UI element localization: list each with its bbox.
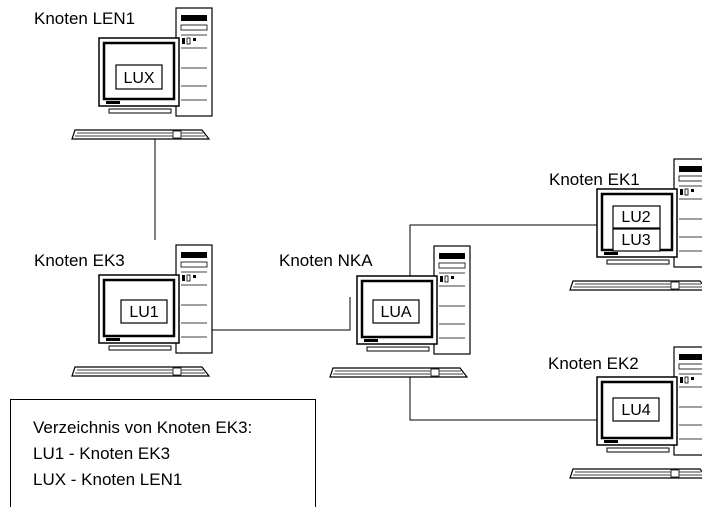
lu-box-lu3: LU3: [621, 232, 650, 249]
node-label-nka: Knoten NKA: [279, 251, 373, 270]
link-nka-ek1: [409, 224, 597, 277]
lu-box-lu2: LU2: [621, 209, 650, 226]
node-label-ek2: Knoten EK2: [548, 354, 639, 373]
node-label-len1: Knoten LEN1: [34, 9, 135, 28]
node-label-ek1: Knoten EK1: [549, 170, 640, 189]
lu-box-lux: LUX: [123, 70, 154, 87]
lu-box-lu4: LU4: [621, 402, 650, 419]
link-ek3-nka: [210, 297, 351, 331]
node-label-ek3: Knoten EK3: [34, 251, 125, 270]
link-nka-ek2: [409, 375, 597, 421]
lu-box-lu1: LU1: [129, 304, 158, 321]
directory-entry: LU1 - Knoten EK3: [33, 444, 171, 463]
directory-entry: LUX - Knoten LEN1: [33, 470, 183, 489]
lu-box-lua: LUA: [380, 304, 411, 321]
directory-title: Verzeichnis von Knoten EK3:: [33, 418, 253, 437]
directory-box: Verzeichnis von Knoten EK3: LU1 - Knoten…: [10, 399, 316, 507]
